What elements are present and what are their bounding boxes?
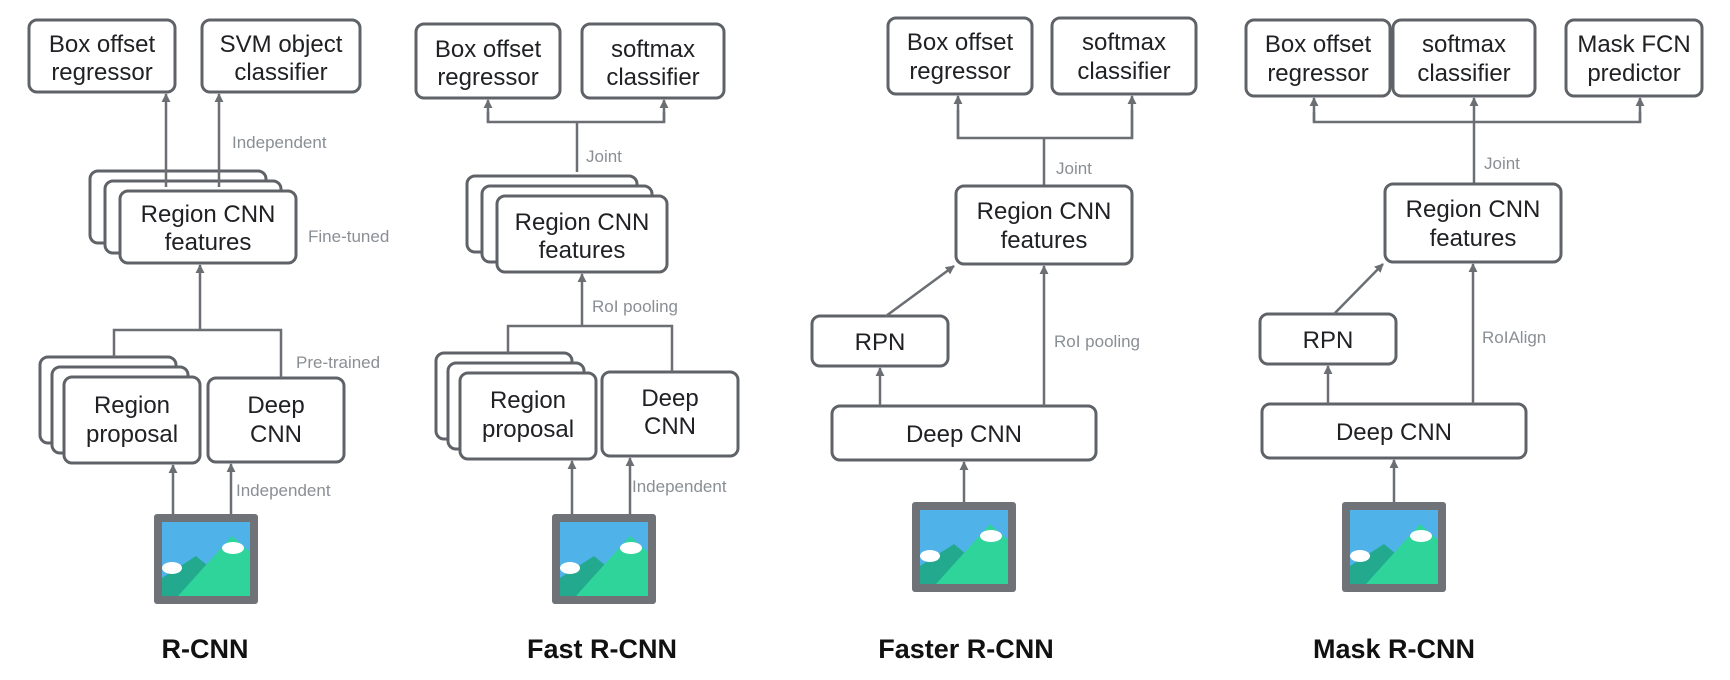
fast-rcnn-region-proposal-stack: Region proposal — [434, 351, 598, 461]
svg-text:proposal: proposal — [482, 416, 574, 443]
svg-text:Region CNN: Region CNN — [1406, 196, 1541, 223]
rcnn-label-independent-top: Independent — [232, 133, 327, 152]
mask-rcnn-label-roialign: RoIAlign — [1482, 328, 1546, 347]
faster-rcnn-box-offset-regressor: Box offset regressor — [886, 16, 1034, 96]
svg-text:features: features — [1430, 225, 1517, 252]
rcnn-title: R-CNN — [162, 634, 249, 664]
fast-rcnn-input-image — [552, 514, 656, 604]
fast-rcnn-joint-branch — [486, 112, 666, 124]
faster-rcnn-panel: Box offset regressor softmax classifier … — [810, 16, 1198, 664]
svg-text:SVM object: SVM object — [220, 31, 343, 58]
fast-rcnn-merge-connector — [506, 324, 674, 372]
svg-text:Deep: Deep — [641, 385, 698, 412]
mask-rcnn-label-joint: Joint — [1484, 154, 1520, 173]
fast-rcnn-label-independent: Independent — [632, 477, 727, 496]
svg-text:Box offset: Box offset — [1265, 31, 1372, 58]
svg-text:softmax: softmax — [1422, 31, 1506, 58]
faster-rcnn-title: Faster R-CNN — [878, 634, 1054, 664]
svg-text:predictor: predictor — [1587, 60, 1680, 87]
svg-text:features: features — [165, 229, 252, 256]
mask-rcnn-panel: Box offset regressor softmax classifier … — [1244, 18, 1704, 664]
svg-text:regressor: regressor — [1267, 60, 1368, 87]
svg-text:classifier: classifier — [234, 59, 327, 86]
mask-rcnn-title: Mask R-CNN — [1313, 634, 1475, 664]
rcnn-region-proposal-stack: Region proposal — [38, 355, 202, 465]
faster-rcnn-label-joint: Joint — [1056, 159, 1092, 178]
svg-text:softmax: softmax — [1082, 29, 1166, 56]
svg-text:Box offset: Box offset — [435, 36, 542, 63]
svg-text:classifier: classifier — [1077, 58, 1170, 85]
fast-rcnn-panel: Box offset regressor softmax classifier … — [414, 22, 740, 664]
svg-text:Box offset: Box offset — [49, 31, 156, 58]
svg-text:Region: Region — [94, 392, 170, 419]
rcnn-svm-object-classifier: SVM object classifier — [200, 18, 362, 94]
rcnn-region-cnn-features-stack: Region CNN features — [88, 169, 298, 265]
svg-text:regressor: regressor — [909, 58, 1010, 85]
rcnn-label-finetuned: Fine-tuned — [308, 227, 389, 246]
rcnn-label-pretrained: Pre-trained — [296, 353, 380, 372]
fast-rcnn-box-offset-regressor: Box offset regressor — [414, 22, 562, 100]
svg-text:RPN: RPN — [1303, 327, 1354, 354]
svg-text:Mask FCN: Mask FCN — [1577, 31, 1690, 58]
svg-text:softmax: softmax — [611, 36, 695, 63]
mask-rcnn-input-image — [1342, 502, 1446, 592]
svg-text:CNN: CNN — [644, 413, 696, 440]
faster-rcnn-softmax-classifier: softmax classifier — [1050, 16, 1198, 96]
fast-rcnn-title: Fast R-CNN — [527, 634, 677, 664]
svg-text:features: features — [1001, 227, 1088, 254]
svg-text:Region CNN: Region CNN — [977, 198, 1112, 225]
mask-rcnn-joint-branch — [1312, 112, 1642, 124]
svg-text:Region CNN: Region CNN — [141, 201, 276, 228]
mask-rcnn-box-offset-regressor: Box offset regressor — [1244, 18, 1392, 98]
faster-rcnn-region-cnn-features: Region CNN features — [954, 184, 1134, 266]
svg-text:classifier: classifier — [606, 64, 699, 91]
svg-text:classifier: classifier — [1417, 60, 1510, 87]
mask-rcnn-deep-cnn: Deep CNN — [1260, 402, 1528, 460]
mask-rcnn-mask-fcn-predictor: Mask FCN predictor — [1564, 18, 1704, 98]
mask-rcnn-arrow-rpn-to-features — [1333, 263, 1384, 315]
svg-text:Deep: Deep — [247, 392, 304, 419]
faster-rcnn-rpn: RPN — [810, 314, 950, 368]
svg-text:RPN: RPN — [855, 329, 906, 356]
mask-rcnn-softmax-classifier: softmax classifier — [1391, 18, 1537, 98]
fast-rcnn-label-roi-pooling: RoI pooling — [592, 297, 678, 316]
svg-text:CNN: CNN — [250, 421, 302, 448]
svg-text:Box offset: Box offset — [907, 29, 1014, 56]
faster-rcnn-deep-cnn: Deep CNN — [830, 404, 1098, 462]
svg-text:features: features — [539, 237, 626, 264]
mask-rcnn-rpn: RPN — [1258, 312, 1398, 366]
faster-rcnn-joint-branch — [956, 110, 1134, 140]
fast-rcnn-deep-cnn: Deep CNN — [600, 370, 740, 458]
rcnn-input-image — [154, 514, 258, 604]
rcnn-merge-connector — [112, 328, 283, 378]
svg-text:Region CNN: Region CNN — [515, 209, 650, 236]
rcnn-box-offset-regressor: Box offset regressor — [27, 18, 177, 94]
svg-text:Deep CNN: Deep CNN — [1336, 419, 1452, 446]
svg-text:regressor: regressor — [51, 59, 152, 86]
rcnn-deep-cnn: Deep CNN — [206, 376, 346, 464]
fast-rcnn-region-cnn-features-stack: Region CNN features — [465, 174, 669, 274]
svg-text:regressor: regressor — [437, 64, 538, 91]
fast-rcnn-label-joint: Joint — [586, 147, 622, 166]
faster-rcnn-label-roi-pooling: RoI pooling — [1054, 332, 1140, 351]
mask-rcnn-region-cnn-features: Region CNN features — [1383, 182, 1563, 264]
faster-rcnn-input-image — [912, 502, 1016, 592]
svg-text:proposal: proposal — [86, 421, 178, 448]
svg-text:Region: Region — [490, 387, 566, 414]
svg-text:Deep CNN: Deep CNN — [906, 421, 1022, 448]
fast-rcnn-softmax-classifier: softmax classifier — [580, 22, 726, 100]
rcnn-label-independent-bottom: Independent — [236, 481, 331, 500]
faster-rcnn-arrow-rpn-to-features — [885, 264, 955, 318]
rcnn-panel: Box offset regressor SVM object classifi… — [27, 18, 389, 664]
